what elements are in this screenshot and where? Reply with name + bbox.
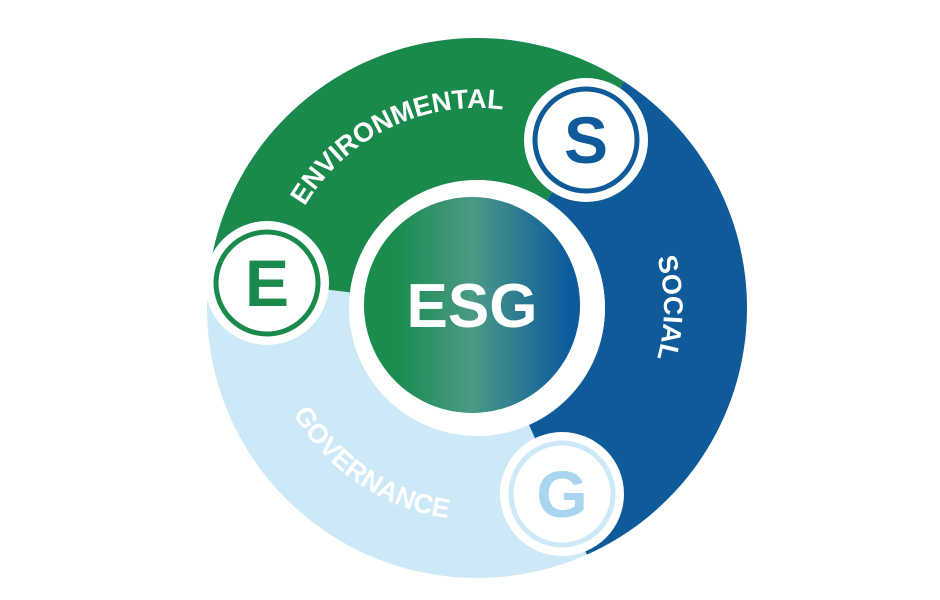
environmental-segment (209, 38, 625, 293)
social-letter: S (564, 103, 608, 177)
governance-letter: G (536, 457, 587, 531)
environmental-badge: E (205, 221, 329, 345)
governance-badge: G (500, 432, 624, 556)
social-badge: S (524, 78, 648, 202)
environmental-letter: E (245, 246, 289, 320)
esg-center-circle (364, 197, 580, 413)
esg-center-label: ESG (407, 272, 538, 341)
